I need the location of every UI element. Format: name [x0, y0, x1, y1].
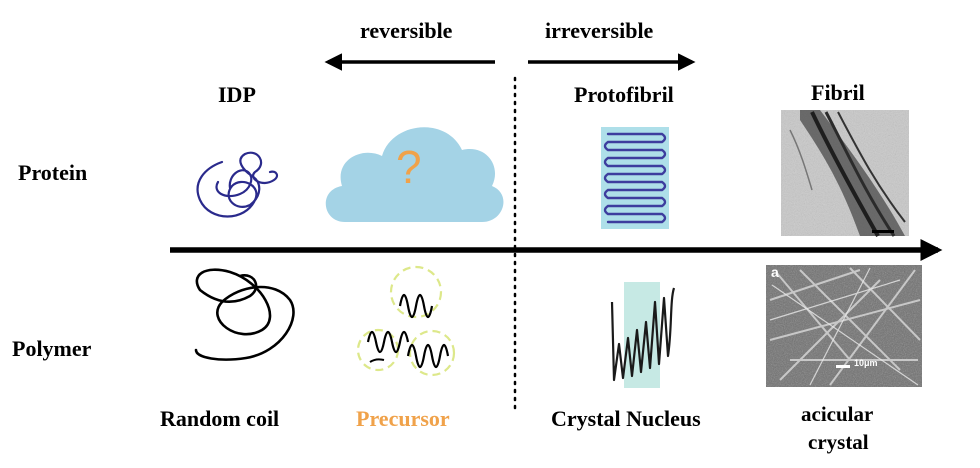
crystal-nucleus-zigzag-icon: [610, 287, 676, 382]
polymer-row-label: Polymer: [12, 336, 92, 361]
acicular-label-line2: crystal: [808, 430, 869, 454]
precursor-label: Precursor: [356, 406, 450, 431]
protofibril-band: [601, 127, 669, 229]
protein-row-label: Protein: [18, 160, 88, 185]
sem-scale-text: 10μm: [854, 358, 878, 368]
precursor-polymer-icon: [356, 265, 456, 377]
crystal-nucleus-label: Crystal Nucleus: [551, 406, 701, 431]
cloud-question-mark: ?: [396, 141, 422, 193]
reversible-label: reversible: [360, 18, 453, 43]
irreversible-label: irreversible: [545, 18, 654, 43]
idp-coil-icon: [196, 151, 279, 218]
fibril-label: Fibril: [811, 80, 865, 105]
protofibril-zigzag-icon: [603, 132, 667, 224]
random-coil-label: Random coil: [160, 406, 280, 431]
idp-label: IDP: [218, 82, 256, 107]
acicular-label-line1: acicular: [801, 402, 874, 426]
protofibril-label: Protofibril: [574, 82, 674, 107]
random-coil-icon: [194, 268, 295, 361]
precursor-cloud-icon: [325, 127, 504, 222]
fibril-micrograph-image: [781, 110, 909, 237]
sem-panel-letter: a: [771, 264, 779, 280]
acicular-sem-image: [766, 265, 922, 387]
